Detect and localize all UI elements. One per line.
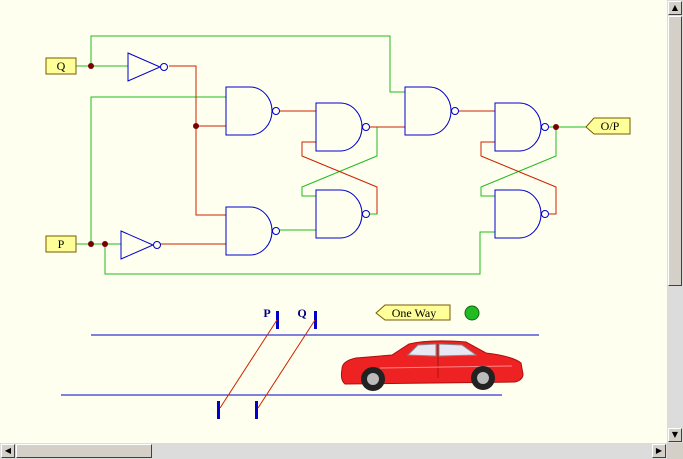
junction-p: [88, 241, 94, 247]
nand-gate-2: [225, 206, 280, 256]
direction-status-label: One Way: [392, 306, 436, 320]
input-q-tag[interactable]: Q: [45, 57, 77, 75]
wires: [76, 35, 586, 275]
junction-out: [553, 124, 559, 130]
sensor-q-link: [257, 319, 316, 409]
wire-latch-a-fb2: [370, 187, 378, 215]
junction-p2: [102, 241, 108, 247]
wire-p-loop-top: [90, 96, 226, 244]
sensor-q-top: [314, 311, 317, 329]
horizontal-scrollbar[interactable]: ◀ ▶: [0, 443, 667, 459]
scrollbar-corner: [667, 443, 683, 459]
arrow-left-icon: ◀: [4, 446, 12, 455]
gates: [120, 52, 549, 260]
output-label: O/P: [601, 119, 620, 133]
nand-gate-7: [494, 189, 549, 239]
vertical-scrollbar[interactable]: ▲ ▼: [667, 0, 683, 443]
arrow-up-icon: ▲: [671, 3, 679, 12]
not-gate-q: [127, 52, 168, 82]
wire-latch-a-cross: [301, 141, 378, 214]
wire-latch-b-cross: [480, 141, 557, 215]
scroll-down-button[interactable]: ▼: [668, 428, 682, 442]
input-p-tag[interactable]: P: [45, 235, 77, 253]
input-p-label: P: [58, 237, 65, 251]
sensor-p-label: P: [263, 306, 270, 320]
scroll-up-button[interactable]: ▲: [668, 1, 682, 15]
arrow-down-icon: ▼: [671, 430, 679, 439]
nand-gate-4: [315, 189, 370, 239]
horizontal-scroll-thumb[interactable]: [16, 444, 152, 458]
logic-canvas: Q P O/P P Q One Way: [45, 35, 631, 419]
junction-not1: [193, 123, 199, 129]
output-tag: O/P: [585, 117, 631, 135]
nand-gate-1: [225, 86, 280, 136]
nand-gate-5: [404, 86, 459, 136]
sensor-q-bottom: [255, 401, 258, 419]
sensor-p-top: [276, 311, 279, 329]
input-q-label: Q: [57, 59, 66, 73]
not-gate-p: [120, 230, 161, 260]
wire-p-bottom-loop: [104, 231, 495, 275]
nand-gate-3: [315, 102, 370, 152]
junction-q: [88, 63, 94, 69]
sensor-p-link: [219, 319, 278, 409]
wire-q-top-loop: [90, 35, 405, 93]
direction-status-tag: One Way: [375, 304, 451, 321]
status-indicator-light: [464, 305, 480, 321]
arrow-right-icon: ▶: [655, 446, 663, 455]
road-scene: P Q One Way: [61, 304, 539, 419]
wire-not1-out: [169, 65, 226, 216]
sensor-p-bottom: [217, 401, 220, 419]
sensor-q-label: Q: [297, 306, 306, 320]
vertical-scroll-thumb[interactable]: [668, 16, 682, 286]
scroll-left-button[interactable]: ◀: [1, 444, 15, 458]
junctions: [88, 63, 559, 247]
car-graphic: [340, 340, 524, 391]
nand-gate-6: [494, 102, 549, 152]
scroll-right-button[interactable]: ▶: [652, 444, 666, 458]
